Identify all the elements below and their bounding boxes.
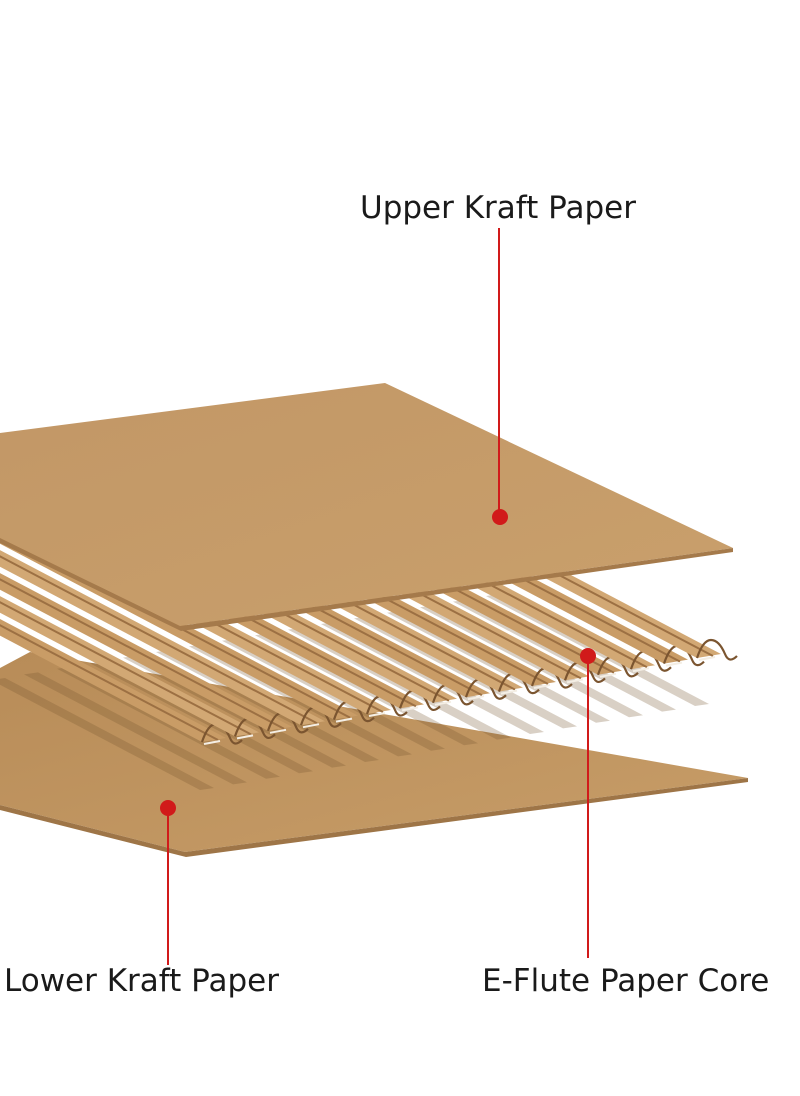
flute-ridge	[0, 550, 325, 726]
flute-highlight	[698, 656, 716, 661]
flute-highlight	[302, 723, 320, 729]
flute-ridge	[0, 573, 292, 731]
flute-shadow	[24, 672, 247, 785]
leader-lower	[160, 800, 176, 965]
leader-core	[580, 648, 596, 958]
flute-ridge	[0, 596, 259, 737]
flute-highlight	[599, 672, 617, 678]
e-flute-paper-core-label: E-Flute Paper Core	[482, 963, 770, 999]
leader-upper	[492, 228, 508, 525]
upper-marker-dot	[492, 509, 508, 525]
flute-highlight	[203, 740, 221, 745]
flute-groove	[0, 555, 318, 725]
flute-profile	[695, 638, 738, 661]
flute-ridge	[0, 619, 226, 742]
flute-groove	[0, 624, 219, 741]
flute-highlight	[236, 734, 254, 740]
flute-highlight	[566, 678, 584, 684]
flute-highlight	[269, 728, 287, 734]
flute-highlight	[434, 700, 452, 706]
flute-highlight	[335, 717, 353, 723]
flute-highlight	[500, 689, 518, 695]
lower-marker-dot	[160, 800, 176, 816]
flute-groove	[0, 578, 285, 730]
core-marker-dot	[580, 648, 596, 664]
flute-highlight	[632, 667, 650, 673]
flute-highlight	[467, 695, 485, 701]
flute-highlight	[665, 661, 683, 667]
flute-highlight	[533, 684, 551, 689]
flute-groove	[0, 601, 252, 736]
flute-shadow	[0, 678, 214, 790]
flute-highlight	[401, 706, 419, 712]
upper-kraft-paper-label: Upper Kraft Paper	[360, 190, 636, 226]
flute-highlight	[368, 712, 386, 717]
upper-kraft-sheet	[0, 383, 733, 631]
lower-kraft-paper-label: Lower Kraft Paper	[4, 963, 279, 999]
